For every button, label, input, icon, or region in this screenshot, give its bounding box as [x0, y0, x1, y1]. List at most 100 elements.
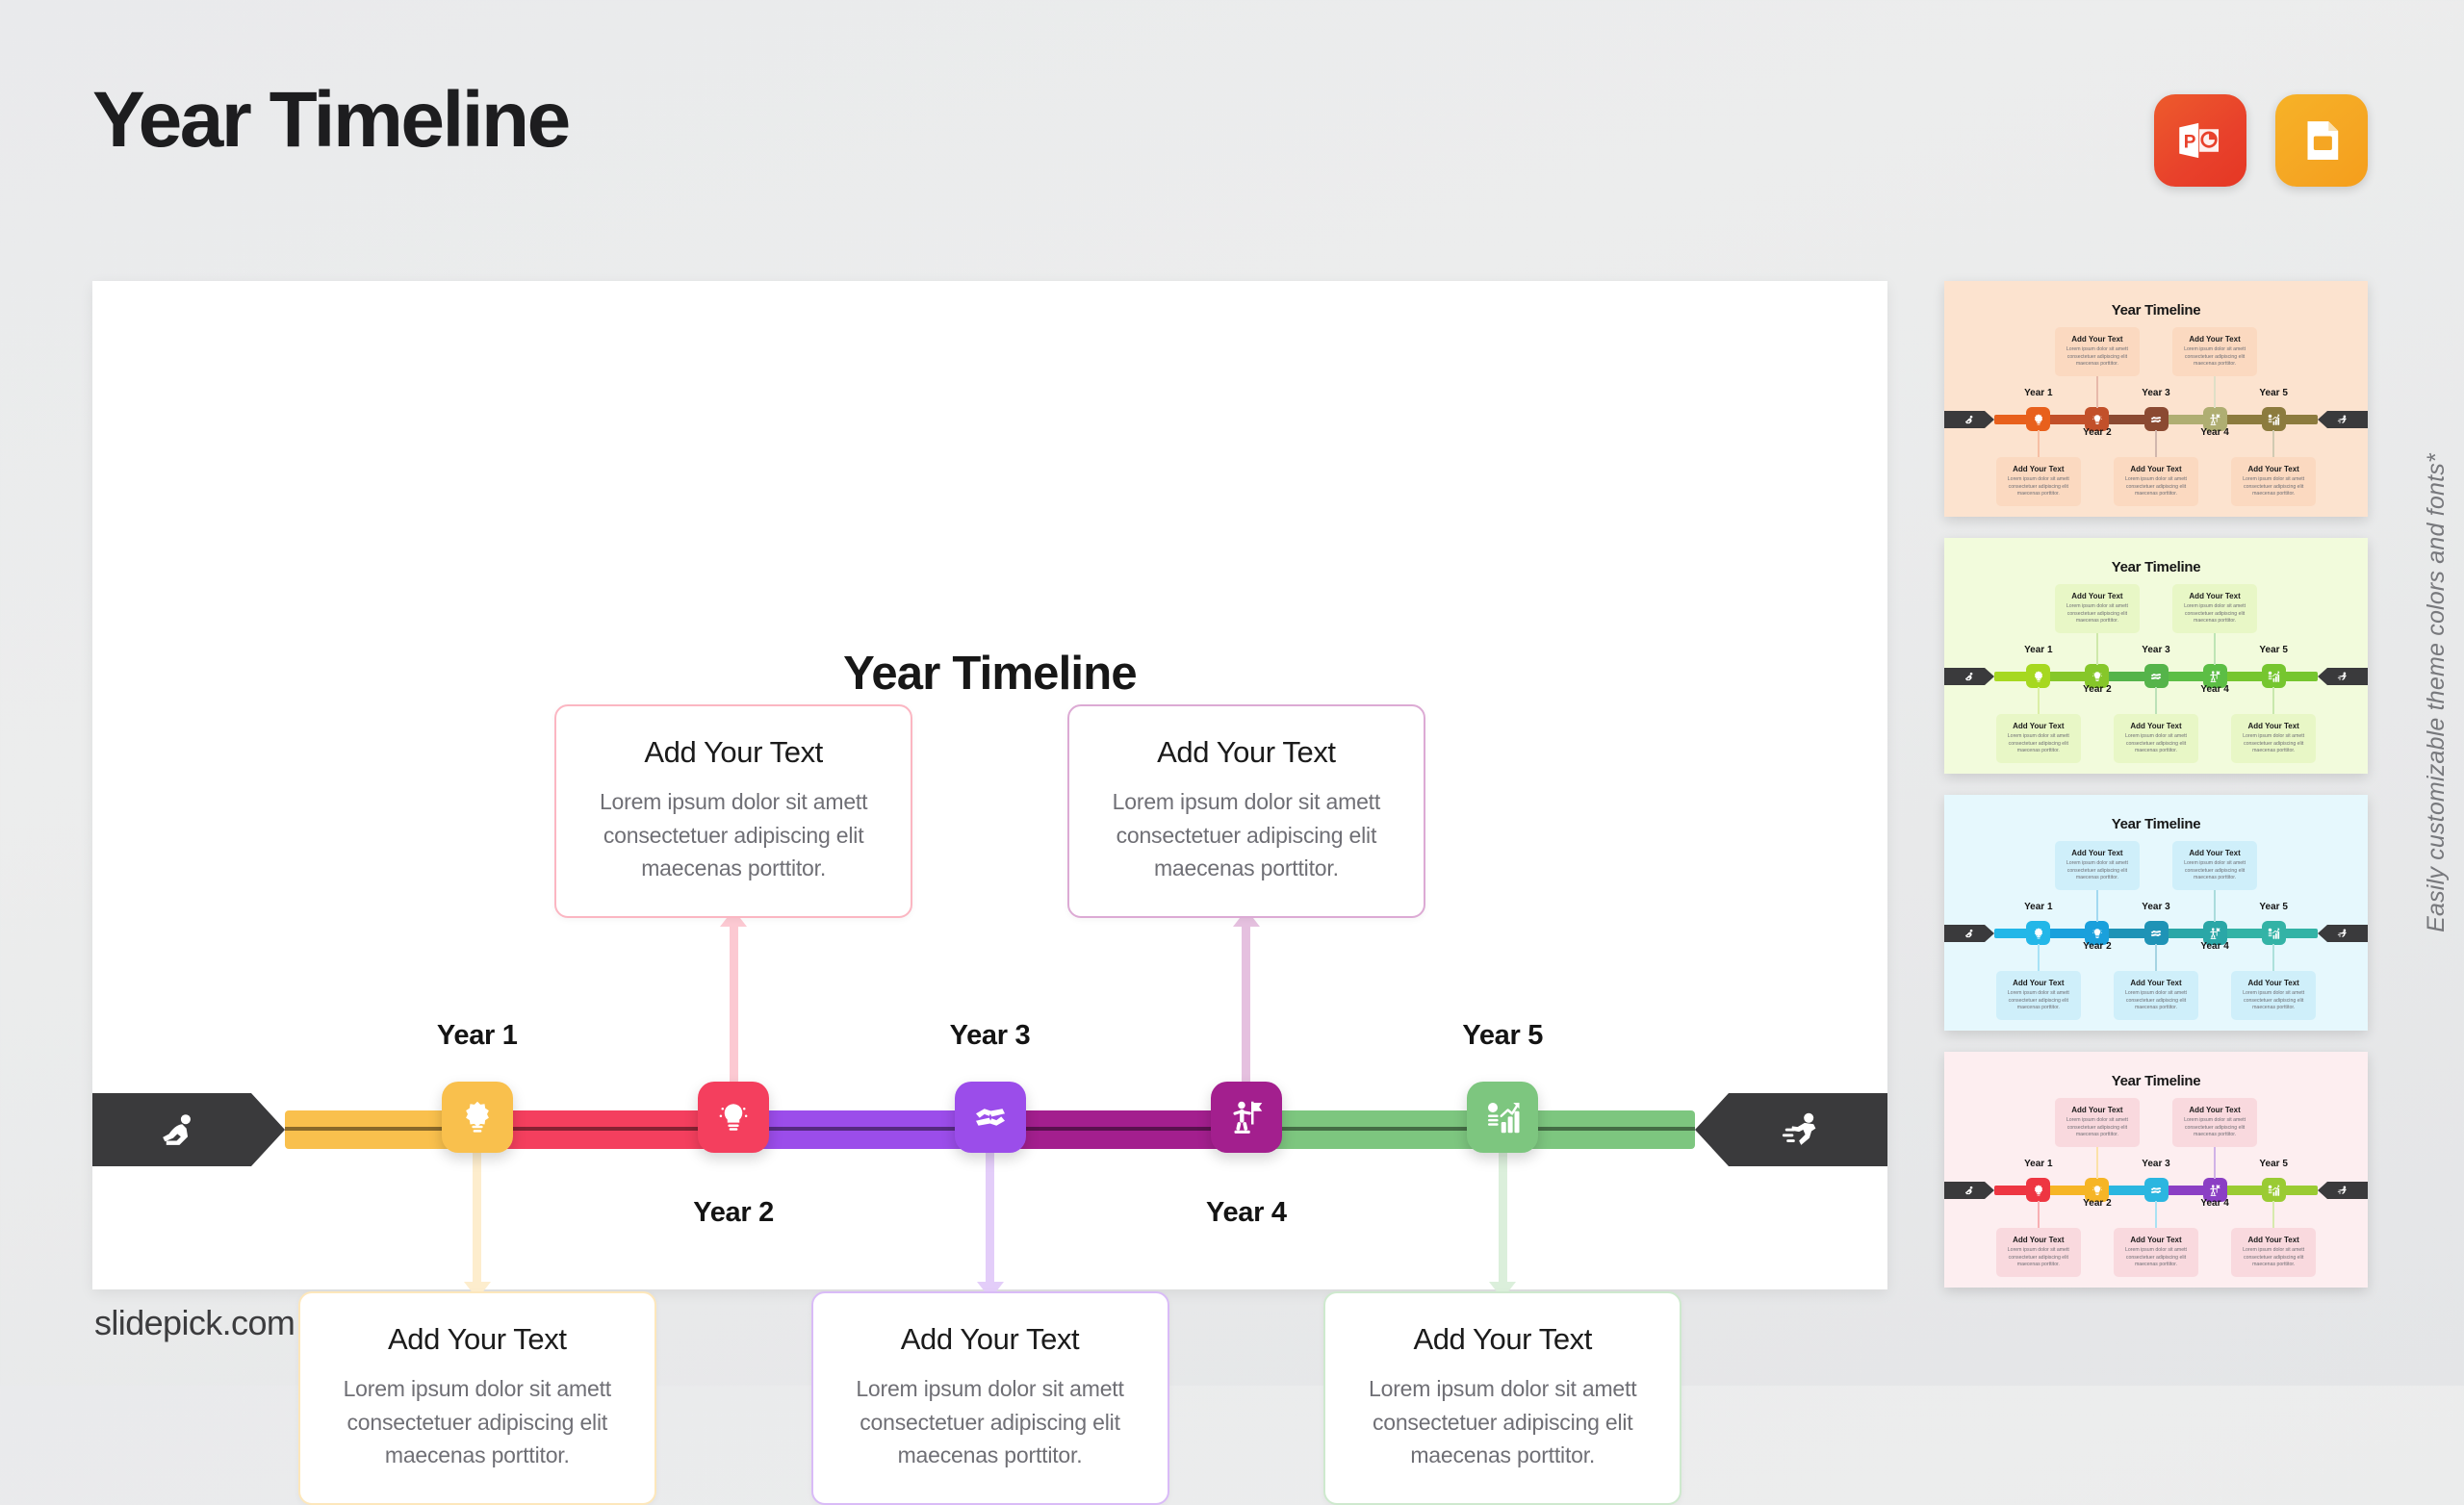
thumbnail-node-3 — [2143, 921, 2169, 945]
milestone-node-3[interactable] — [954, 1082, 1026, 1153]
trophy-gear-icon — [2034, 413, 2042, 424]
thumbnail-card-body: Lorem ipsum dolor sit amett consectetuer… — [2124, 990, 2187, 1011]
thumbnail-card-title: Add Your Text — [2013, 465, 2065, 473]
lightbulb-idea-icon — [2092, 928, 2102, 938]
thumbnail-card-title: Add Your Text — [2130, 1236, 2182, 1244]
trophy-gear-icon — [465, 1101, 489, 1133]
google-slides-icon[interactable] — [2275, 94, 2368, 187]
growth-chart-icon — [2268, 928, 2280, 939]
thumbnail-node-1 — [2026, 407, 2051, 431]
thumbnail-card-title: Add Your Text — [2247, 979, 2299, 987]
thumbnail-card-body: Lorem ipsum dolor sit amett consectetuer… — [2007, 733, 2069, 754]
thumbnail-year-label-2: Year 2 — [2083, 1198, 2112, 1209]
milestone-node-1[interactable] — [441, 1082, 513, 1153]
lightbulb-idea-icon — [2092, 414, 2102, 424]
thumbnail-node-4 — [2202, 921, 2227, 945]
card-body: Lorem ipsum dolor sit amett consectetuer… — [599, 789, 868, 880]
timeline-segment — [989, 1110, 1247, 1149]
thumbnail-stem-1 — [2037, 687, 2040, 716]
thumbnail-title: Year Timeline — [2111, 302, 2201, 319]
card-body: Lorem ipsum dolor sit amett consectetuer… — [1369, 1376, 1637, 1467]
thumbnail-segment — [2156, 415, 2216, 424]
person-flag-icon — [2210, 413, 2220, 425]
thumbnail-start-marker — [1944, 668, 1994, 685]
runner-finish-icon — [2337, 672, 2347, 681]
year-label-5: Year 5 — [1462, 1020, 1544, 1051]
lightbulb-idea-icon — [719, 1104, 748, 1131]
powerpoint-icon[interactable]: P — [2154, 94, 2246, 187]
thumbnail-year-label-1: Year 1 — [2024, 645, 2053, 655]
thumbnail-year-label-3: Year 3 — [2142, 902, 2170, 912]
thumbnail-year-label-5: Year 5 — [2259, 645, 2288, 655]
card-body: Lorem ipsum dolor sit amett consectetuer… — [856, 1376, 1124, 1467]
thumbnail-segment — [2096, 1186, 2156, 1195]
thumbnail-spine — [1944, 663, 2368, 688]
growth-chart-icon — [2268, 414, 2280, 425]
thumbnail-node-3 — [2143, 664, 2169, 688]
thumbnail-segment — [2096, 415, 2156, 424]
timeline-segment — [476, 1110, 734, 1149]
thumbnail-card-body: Lorem ipsum dolor sit amett consectetuer… — [2007, 476, 2069, 497]
thumbnail-start-marker — [1944, 925, 1994, 942]
thumbnail-card-title: Add Your Text — [2013, 979, 2065, 987]
handshake-icon — [2150, 673, 2162, 679]
thumbnail-segment — [2038, 929, 2097, 938]
thumbnail-card-body: Lorem ipsum dolor sit amett consectetuer… — [2007, 1247, 2069, 1268]
thumbnail-segment — [2038, 672, 2097, 681]
thumbnail-year-label-2: Year 2 — [2083, 427, 2112, 438]
thumbnail-node-2 — [2085, 1178, 2110, 1202]
thumbnail-node-4 — [2202, 1178, 2227, 1202]
thumbnail-card-body: Lorem ipsum dolor sit amett consectetuer… — [2066, 346, 2128, 368]
thumbnail-year-label-3: Year 3 — [2142, 388, 2170, 398]
thumbnail-stem-2 — [2095, 632, 2098, 665]
thumbnail-end-marker — [2318, 925, 2368, 942]
milestone-node-5[interactable] — [1467, 1082, 1539, 1153]
thumbnail-node-1 — [2026, 921, 2051, 945]
timeline-spine — [92, 1082, 1887, 1178]
svg-text:P: P — [2184, 132, 2196, 152]
thumbnail-card-title: Add Your Text — [2247, 1236, 2299, 1244]
thumbnail-node-3 — [2143, 407, 2169, 431]
app-icon-group: P — [2154, 94, 2368, 187]
year-label-3: Year 3 — [949, 1020, 1031, 1051]
thumbnail-segment — [2096, 929, 2156, 938]
thumbnail-node-5 — [2261, 407, 2286, 431]
thumbnail-node-1 — [2026, 1178, 2051, 1202]
thumbnail-node-1 — [2026, 664, 2051, 688]
thumbnail-segment — [1994, 415, 2039, 424]
thumbnail-card-title: Add Your Text — [2247, 465, 2299, 473]
thumbnail-node-2 — [2085, 407, 2110, 431]
thumbnail-segment — [1994, 1186, 2039, 1195]
thumbnail-node-2 — [2085, 921, 2110, 945]
thumbnail-start-marker — [1944, 411, 1994, 428]
thumbnail-node-5 — [2261, 1178, 2286, 1202]
thumbnail-end-marker — [2318, 411, 2368, 428]
thumbnail-card-title: Add Your Text — [2130, 722, 2182, 730]
thumbnail-card-title: Add Your Text — [2071, 1106, 2123, 1114]
thumbnail-card-body: Lorem ipsum dolor sit amett consectetuer… — [2124, 1247, 2187, 1268]
thumbnail-node-5 — [2261, 921, 2286, 945]
handshake-icon — [2150, 930, 2162, 936]
thumbnail-spine — [1944, 1177, 2368, 1202]
milestone-node-4[interactable] — [1210, 1082, 1282, 1153]
milestone-node-2[interactable] — [698, 1082, 770, 1153]
lightbulb-idea-icon — [2092, 1185, 2102, 1195]
